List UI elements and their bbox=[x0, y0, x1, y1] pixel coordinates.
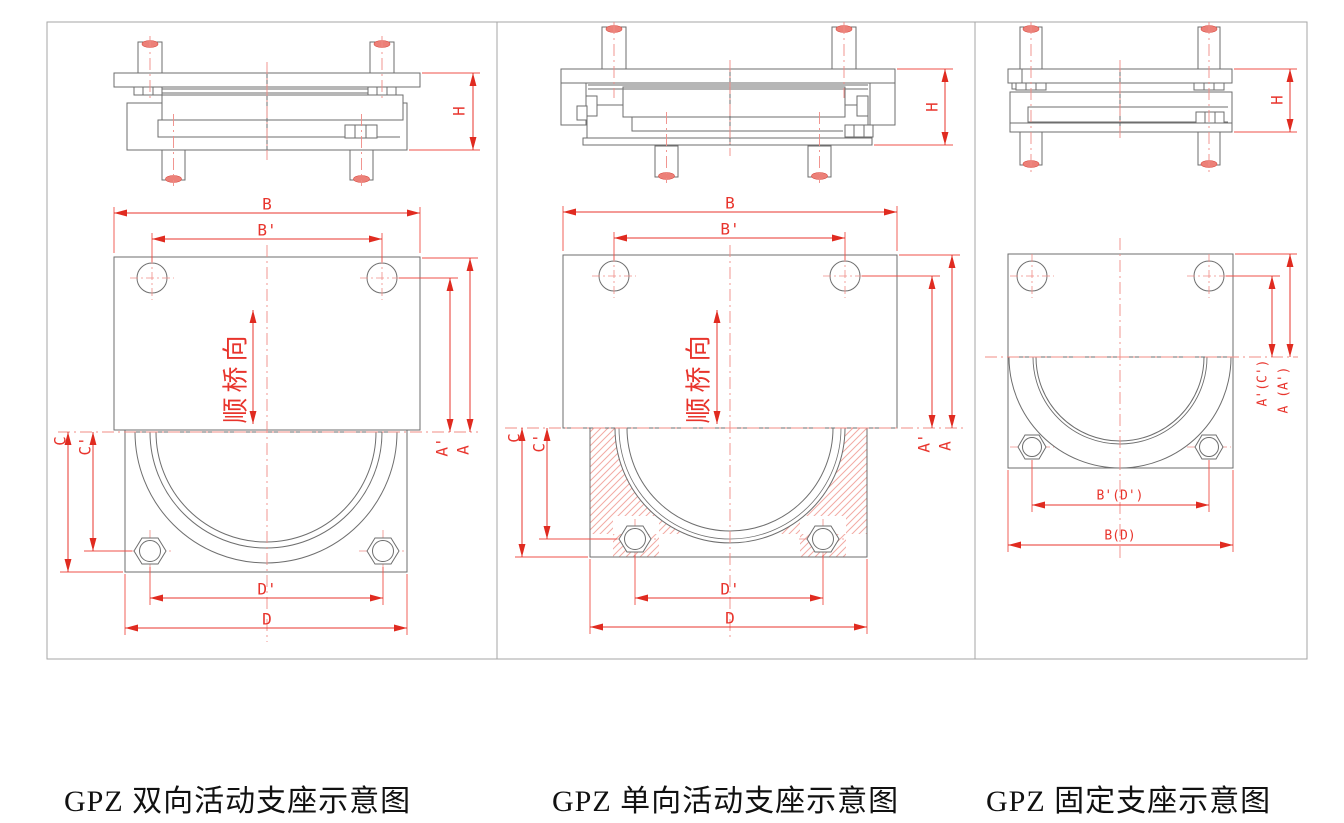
panel-bidirectional-plan: B B' A' A C C' D' D 顺桥向 bbox=[51, 195, 478, 642]
dim-label-A-2: A bbox=[936, 441, 955, 451]
dim-label-A2-1: A' bbox=[433, 437, 452, 456]
dim-label-B2-1: B' bbox=[257, 221, 276, 240]
sheet-border bbox=[46, 21, 1308, 660]
caption-fixed: GPZ 固定支座示意图 bbox=[986, 785, 1272, 818]
dim-label-C-2: C bbox=[505, 433, 524, 443]
dim-label-b2d2-3: B'(D') bbox=[1097, 489, 1144, 504]
dim-label-B-1: B bbox=[262, 195, 272, 214]
dim-label-D2-1: D' bbox=[257, 580, 276, 599]
dim-label-h-2: H bbox=[923, 102, 942, 112]
dim-label-h-1: H bbox=[450, 106, 469, 116]
dim-label-D2-2: D' bbox=[720, 580, 739, 599]
direction-label-1: 顺桥向 bbox=[222, 330, 252, 423]
dim-label-aa2-3: A (A') bbox=[1277, 367, 1292, 414]
dim-label-C2-2: C' bbox=[530, 433, 549, 452]
dim-label-B-2: B bbox=[725, 194, 735, 213]
dim-label-C2-1: C' bbox=[76, 436, 95, 455]
dim-label-A2-2: A' bbox=[915, 433, 934, 452]
dim-label-A-1: A bbox=[454, 445, 473, 455]
caption-bidirectional: GPZ 双向活动支座示意图 bbox=[64, 785, 412, 818]
panel-fixed-elevation: H bbox=[1007, 22, 1297, 172]
dim-label-D-2: D bbox=[725, 609, 735, 628]
caption-unidirectional: GPZ 单向活动支座示意图 bbox=[552, 785, 900, 818]
dim-label-C-1: C bbox=[51, 436, 70, 446]
dim-label-h-3: H bbox=[1268, 95, 1287, 105]
panel-bidirectional-elevation: H bbox=[113, 36, 480, 186]
dim-label-bd-3: B(D) bbox=[1104, 529, 1135, 544]
panel-unidirectional-elevation: H bbox=[560, 22, 953, 183]
direction-label-2: 顺桥向 bbox=[685, 330, 715, 423]
dim-label-D-1: D bbox=[262, 610, 272, 629]
panel-unidirectional-plan: B B' A' A C C' D' D 顺桥向 bbox=[505, 194, 965, 640]
panel-fixed-plan: A'(C') A (A') B'(D') B(D) bbox=[985, 238, 1298, 560]
dim-label-a2c2-3: A'(C') bbox=[1256, 360, 1271, 407]
dim-label-B2-2: B' bbox=[720, 220, 739, 239]
